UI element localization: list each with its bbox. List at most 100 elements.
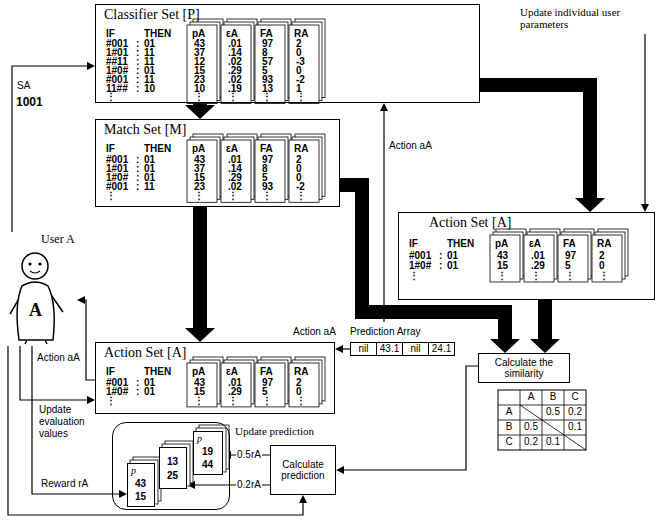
table-cell: 2 xyxy=(599,251,605,261)
card-value: 19 xyxy=(202,446,213,457)
user-body xyxy=(17,282,54,340)
table-cell: ⋮ xyxy=(194,191,204,201)
block-arrow xyxy=(530,300,560,353)
edge-label: Action aA xyxy=(292,326,337,338)
table-cell: 10 xyxy=(144,84,155,94)
table-cell: ⋮ xyxy=(497,271,507,281)
input-bits: 1001 xyxy=(16,95,43,109)
table-cell: ⋮ xyxy=(296,92,306,102)
parameter-card xyxy=(255,363,285,407)
arrowhead xyxy=(335,345,343,353)
table-cell: 5 xyxy=(565,261,571,271)
prediction-card: p1944 xyxy=(193,431,223,475)
card-header: p xyxy=(197,433,202,444)
box-title: Classifier Set [P] xyxy=(104,7,200,23)
table-cell: ⋮ xyxy=(228,92,238,102)
column-header: THEN xyxy=(144,144,171,154)
table-cell: : xyxy=(136,387,139,397)
card-value: 25 xyxy=(167,470,178,481)
column-header: εA xyxy=(226,367,238,377)
parameter-card xyxy=(289,25,319,103)
column-header: εA xyxy=(226,29,238,39)
parameter-card xyxy=(289,363,319,407)
column-header: εA xyxy=(529,239,541,249)
match-set-box: Match Set [M]IFTHENpAεAFARA#001:0143.019… xyxy=(95,119,340,207)
table-cell: 15 xyxy=(497,261,508,271)
arrowhead xyxy=(299,495,307,503)
array-cell: 43.1 xyxy=(376,342,403,356)
edge-label: Action aA xyxy=(36,352,81,364)
arrowhead xyxy=(185,105,215,119)
arrowhead xyxy=(575,198,605,212)
arrow-line xyxy=(77,296,95,380)
user-figure: User AA xyxy=(5,232,77,346)
column-header: IF xyxy=(106,29,115,39)
table-cell: #001 xyxy=(409,251,431,261)
arrow-line xyxy=(335,345,350,353)
leader-line xyxy=(644,34,645,205)
table-cell: 0.5 xyxy=(542,406,564,418)
table-cell: ⋮ xyxy=(262,396,272,406)
table-cell: ⋮ xyxy=(194,396,204,406)
card-value: 13 xyxy=(167,456,178,467)
process-label: Calculate the similarity xyxy=(482,357,566,379)
process-box: Calculate the similarity xyxy=(478,353,570,383)
table-cell: .01 xyxy=(531,251,545,261)
prediction-card: 1325 xyxy=(159,447,187,489)
user-letter: A xyxy=(29,300,42,321)
arrow-line xyxy=(336,366,478,474)
table-cell: ⋮ xyxy=(565,271,575,281)
user-legs xyxy=(25,340,47,344)
table-cell: ⋮ xyxy=(409,271,419,281)
user-eye xyxy=(38,262,41,265)
arrow-shaft xyxy=(480,85,590,199)
table-cell: ⋮ xyxy=(228,191,238,201)
arrowhead xyxy=(380,103,388,111)
table-cell: 0 xyxy=(599,261,605,271)
column-header: FA xyxy=(260,367,273,377)
table-cell: ⋮ xyxy=(531,271,541,281)
parameter-card xyxy=(187,25,217,103)
parameter-card xyxy=(592,235,622,282)
arrow-shaft xyxy=(193,207,207,329)
column-header: THEN xyxy=(144,367,171,377)
column-header: THEN xyxy=(144,29,171,39)
user-eye xyxy=(28,262,31,265)
table-cell: ⋮ xyxy=(194,92,204,102)
array-cell: nil xyxy=(402,342,429,356)
table-cell: C xyxy=(564,391,586,403)
grid-diagonal xyxy=(564,435,586,450)
arrowhead xyxy=(119,490,127,498)
prediction-bubble: Update predictionp43151325p1944 xyxy=(112,422,230,510)
column-header: IF xyxy=(106,367,115,377)
column-header: pA xyxy=(192,144,205,154)
table-cell: 1#0# xyxy=(409,261,431,271)
column-header: pA xyxy=(192,29,205,39)
column-header: IF xyxy=(106,144,115,154)
table-cell: .29 xyxy=(531,261,545,271)
table-cell: 01 xyxy=(447,261,458,271)
column-header: RA xyxy=(294,144,308,154)
arrow-shaft xyxy=(343,366,478,470)
table-cell: ⋮ xyxy=(262,191,272,201)
action-set-box: Action Set [A]IFTHENpAεAFARA#001:0143.01… xyxy=(95,342,335,414)
table-cell: : xyxy=(439,261,442,271)
parameter-card xyxy=(255,140,285,202)
column-header: RA xyxy=(294,29,308,39)
table-cell: ⋮ xyxy=(296,191,306,201)
table-cell: 0.2 xyxy=(564,406,586,418)
parameter-card xyxy=(558,235,588,282)
parameter-card xyxy=(221,25,251,103)
box-title: Action Set [A] xyxy=(104,345,186,361)
table-cell: : xyxy=(136,84,139,94)
edge-label: 0.2rA xyxy=(236,479,262,491)
column-header: pA xyxy=(192,367,205,377)
arrow-shaft xyxy=(383,110,384,322)
box-title: Match Set [M] xyxy=(104,122,186,138)
table-cell: C xyxy=(498,436,520,448)
arrow-line xyxy=(20,346,95,404)
parameter-card xyxy=(490,235,520,282)
column-header: FA xyxy=(260,29,273,39)
parameter-card xyxy=(187,363,217,407)
